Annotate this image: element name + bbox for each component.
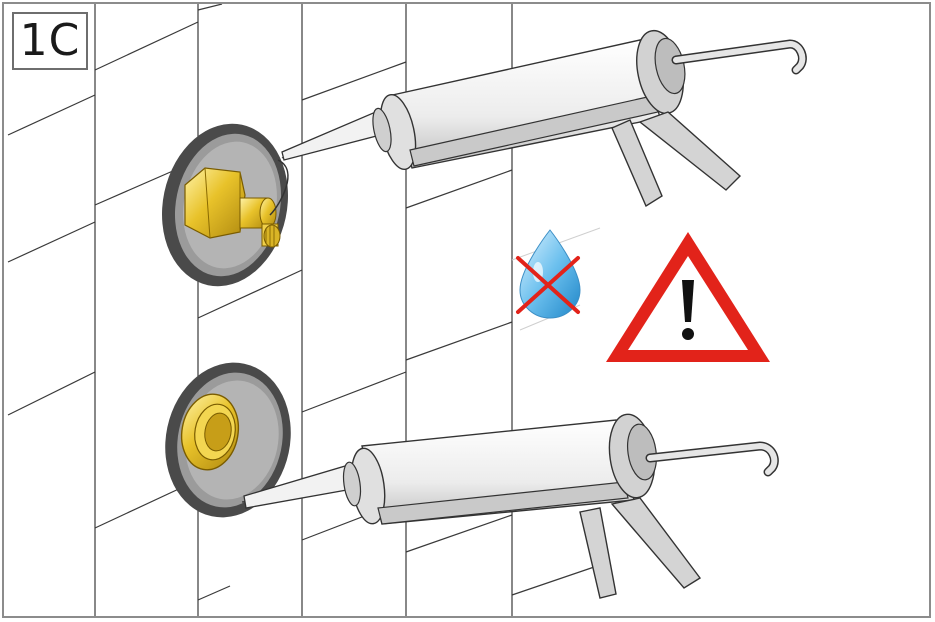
step-label: 1C: [12, 12, 88, 70]
top-caulk-gun: [281, 29, 807, 208]
no-water-icon: [516, 229, 581, 319]
bottom-caulk-gun: [243, 413, 779, 599]
warning-triangle-icon: [606, 232, 770, 362]
bottom-brass-fitting: [180, 393, 240, 471]
tile-wall: [7, 4, 807, 616]
top-brass-fitting: [184, 167, 281, 248]
